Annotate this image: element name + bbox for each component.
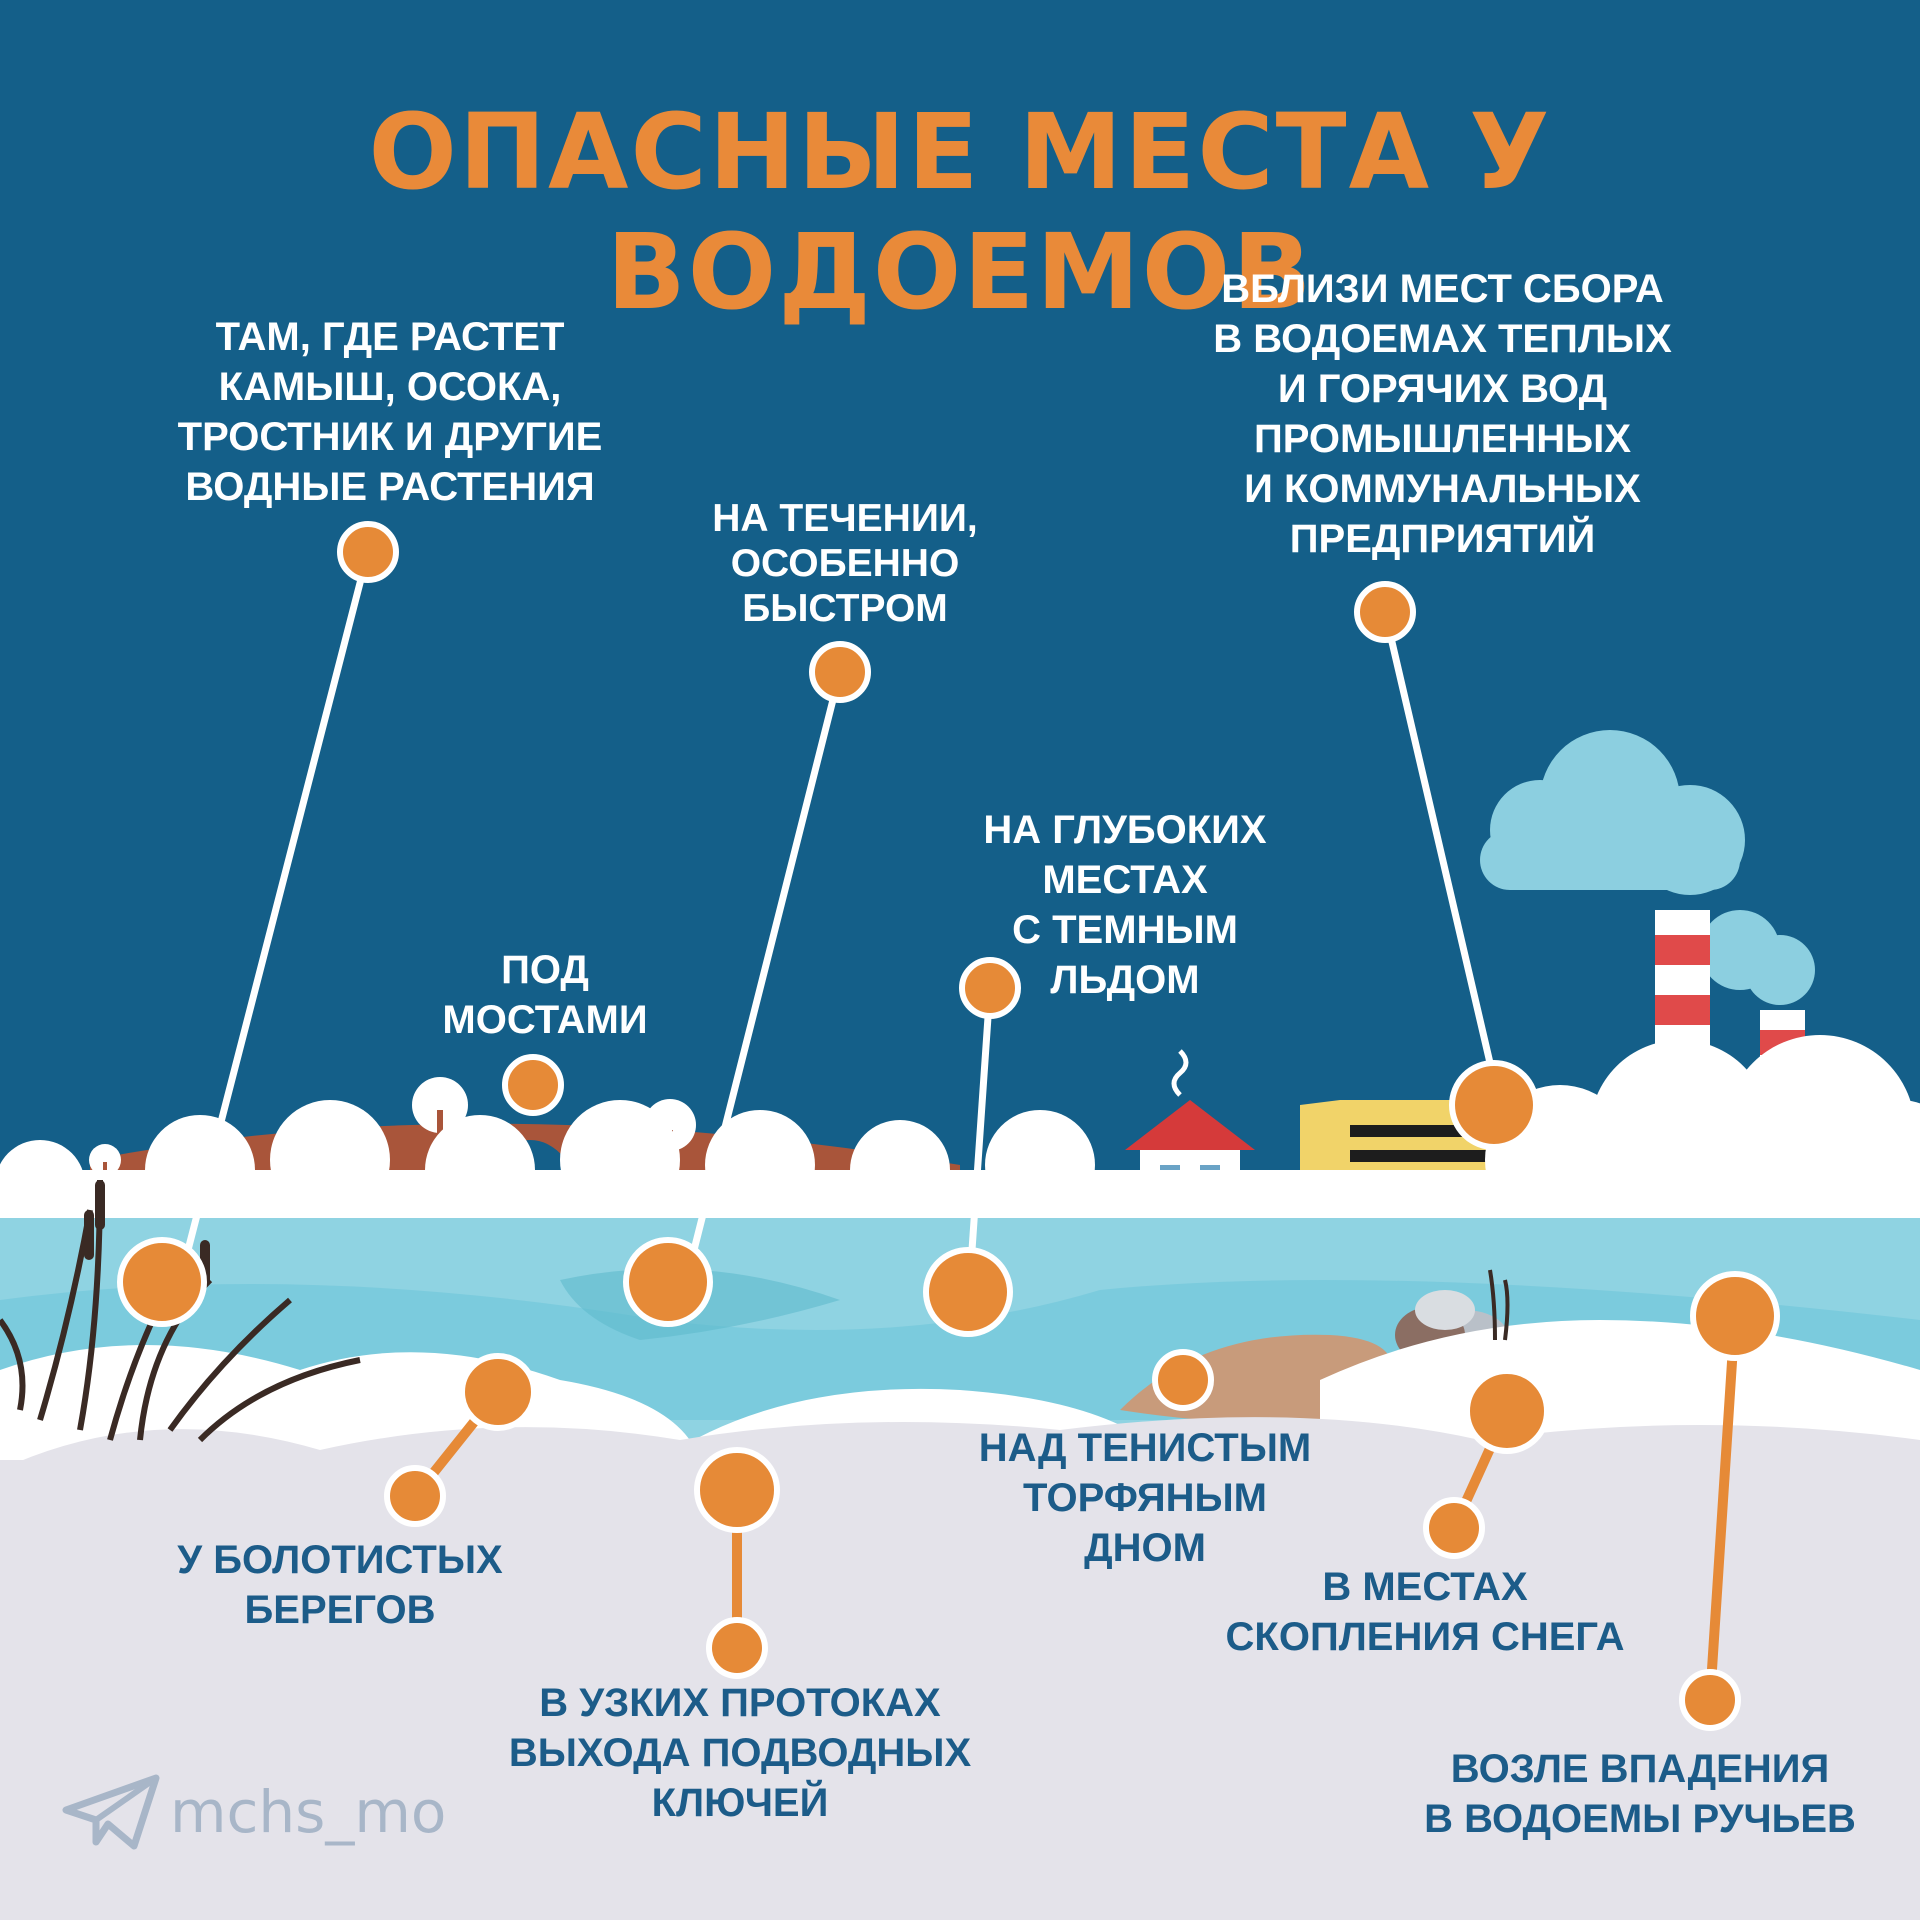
marker-channels <box>706 1617 768 1679</box>
pointer-lines <box>184 548 1498 1254</box>
marker-bridges <box>502 1054 564 1116</box>
marker-stream-top <box>1690 1271 1780 1361</box>
label-swampy-shores: У БОЛОТИСТЫХ БЕРЕГОВ <box>177 1538 503 1632</box>
label-bridges: ПОД МОСТАМИ <box>442 948 648 1042</box>
marker-swampy-top <box>459 1353 537 1431</box>
label-peat-bottom: НАД ТЕНИСТЫМ ТОРФЯНЫМ ДНОМ <box>978 1426 1312 1570</box>
marker-factory <box>1449 1060 1539 1150</box>
marker-snow <box>1423 1497 1485 1559</box>
marker-peat <box>1152 1349 1214 1411</box>
label-warm-water: ВБЛИЗИ МЕСТ СБОРА В ВОДОЕМАХ ТЕПЛЫХ И ГО… <box>1213 267 1672 561</box>
label-snow-drifts: В МЕСТАХ СКОПЛЕНИЯ СНЕГА <box>1225 1565 1625 1659</box>
label-reeds: ТАМ, ГДЕ РАСТЕТ КАМЫШ, ОСОКА, ТРОСТНИК И… <box>177 315 603 509</box>
marker-channels-top <box>694 1447 780 1533</box>
marker-current-ice <box>623 1237 713 1327</box>
marker-deep-dark-ice <box>959 957 1021 1019</box>
marker-reeds-ice <box>117 1237 207 1327</box>
reed-icon <box>1488 1269 1510 1341</box>
marker-current <box>809 641 871 703</box>
marker-snow-top <box>1464 1368 1550 1454</box>
label-narrow-channels: В УЗКИХ ПРОТОКАХ ВЫХОДА ПОДВОДНЫХ КЛЮЧЕЙ <box>508 1681 972 1825</box>
marker-reeds <box>337 521 399 583</box>
sky-background <box>0 0 1920 1220</box>
marker-deep-ice <box>923 1247 1013 1337</box>
watermark: mchs_mo <box>62 1772 446 1852</box>
telegram-icon <box>62 1774 160 1850</box>
marker-dots <box>117 521 1780 1731</box>
page-title: ОПАСНЫЕ МЕСТА У ВОДОЕМОВ <box>368 91 1552 333</box>
marker-stream <box>1679 1669 1741 1731</box>
label-current: НА ТЕЧЕНИИ, ОСОБЕННО БЫСТРОМ <box>712 497 978 630</box>
cloud-icon <box>1480 730 1815 1005</box>
watermark-text: mchs_mo <box>170 1778 447 1846</box>
label-streams: ВОЗЛЕ ВПАДЕНИЯ В ВОДОЕМЫ РУЧЬЕВ <box>1424 1747 1856 1841</box>
label-deep-dark-ice: НА ГЛУБОКИХ МЕСТАХ С ТЕМНЫМ ЛЬДОМ <box>983 808 1267 1002</box>
marker-warm-water <box>1354 581 1416 643</box>
marker-swampy <box>384 1465 446 1527</box>
